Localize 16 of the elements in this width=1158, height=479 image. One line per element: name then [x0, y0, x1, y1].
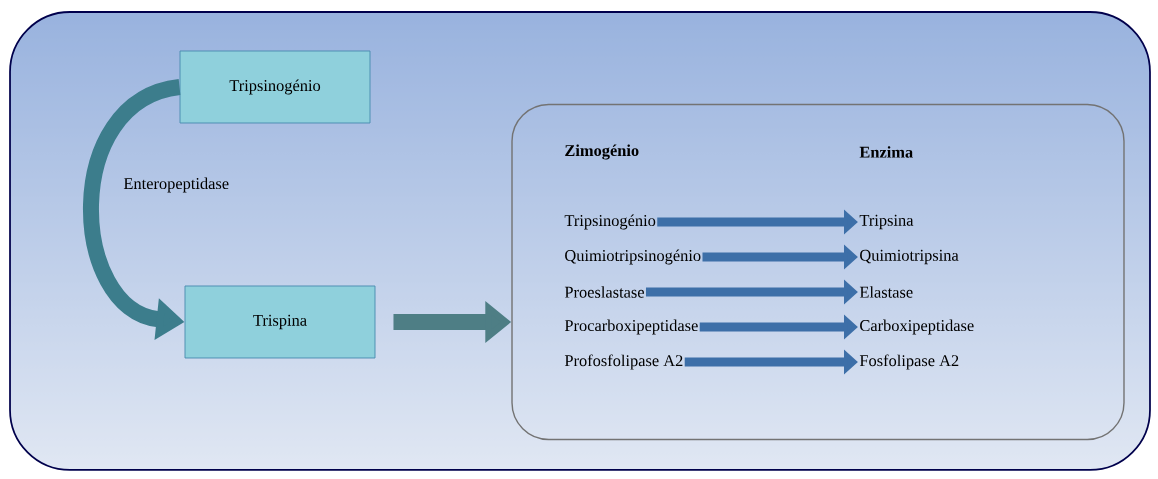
- enzyme-name: Elastase: [859, 286, 913, 298]
- edge-label: Enteropeptidase: [123, 177, 229, 193]
- process-box: Tripsinogénio: [179, 50, 371, 124]
- process-box: Trispina: [184, 285, 376, 359]
- enzyme-name: Fosfolipase A2: [859, 354, 959, 370]
- background-panel: [9, 11, 1151, 471]
- enzyme-name: Profosfolipase A2: [564, 354, 683, 370]
- enzyme-name: Tripsinogénio: [564, 214, 656, 230]
- enzyme-name: Procarboxipeptidase: [564, 319, 698, 335]
- column-heading: Enzima: [859, 146, 913, 158]
- enzyme-name: Carboxipeptidase: [860, 319, 974, 335]
- enzyme-name: Tripsina: [859, 214, 914, 230]
- enzyme-name: Quimiotripsina: [860, 249, 959, 265]
- enzyme-name: Quimiotripsinogénio: [565, 249, 701, 265]
- column-heading: Zimogénio: [565, 144, 639, 160]
- enzyme-name: Proeslastase: [564, 286, 644, 298]
